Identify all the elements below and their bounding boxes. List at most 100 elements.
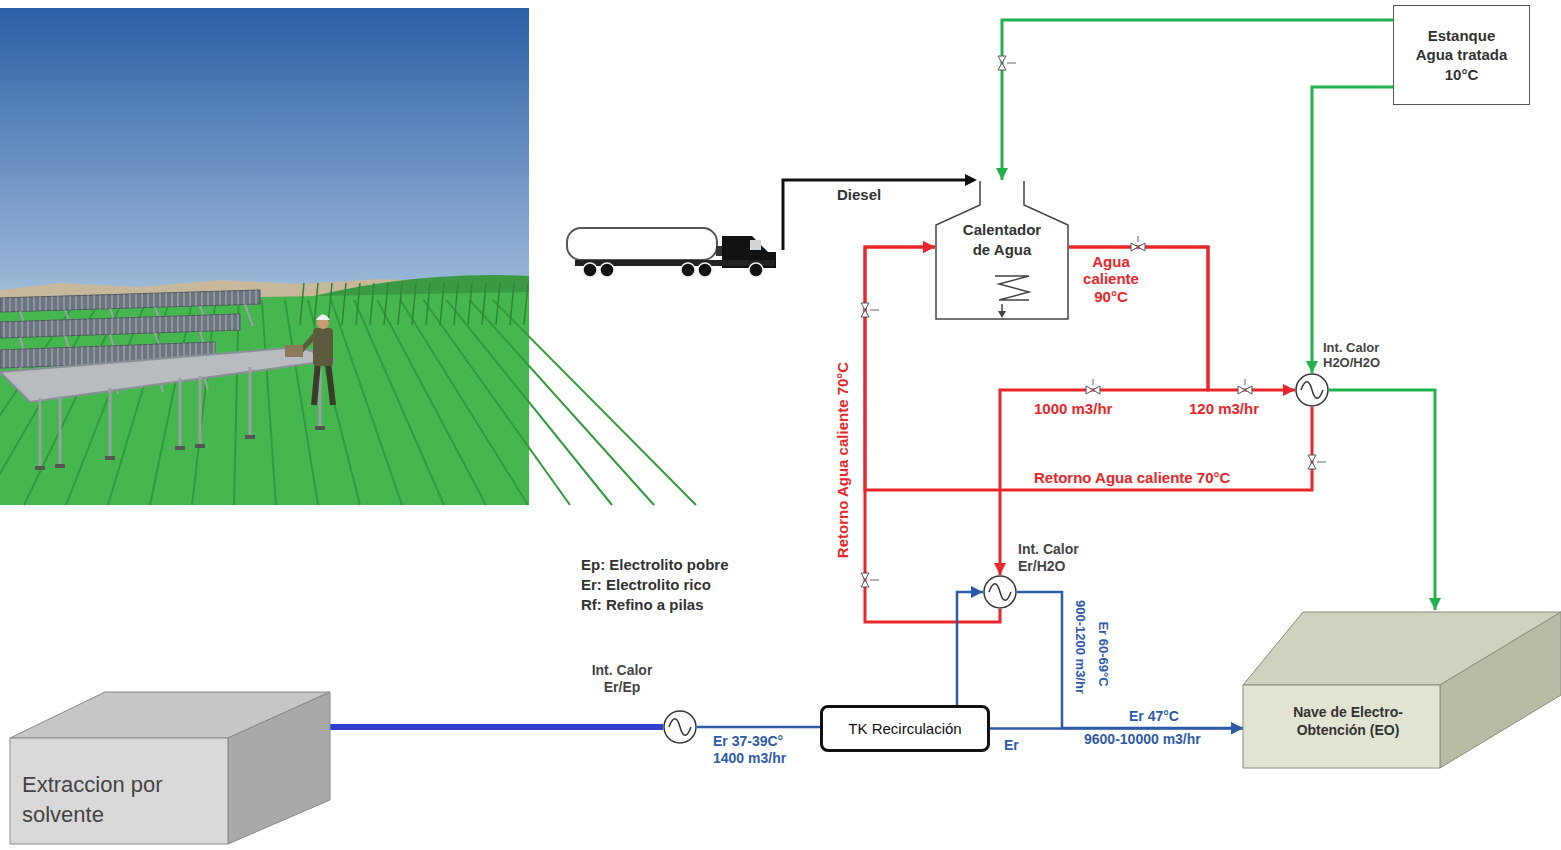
shape-outline [1243,610,1561,770]
valve-symbol [1308,455,1316,469]
collector-tube [22,349,23,367]
collector-tube [52,296,53,310]
connector [1306,87,1393,373]
collector-tube [16,321,17,337]
collector-tube [10,322,11,338]
connector [1069,247,1295,396]
roof-rib [398,283,402,325]
collector-tube [172,316,173,332]
collector-tube [76,319,77,335]
collector-tube [22,297,23,311]
roof-rib [412,283,416,325]
illustration-part [313,328,333,366]
collector-tube [118,346,119,364]
roof-rib [468,283,472,325]
arrow-head [1283,384,1295,396]
heater-vessel: Calentador de Agua [935,180,1069,320]
collector-tube [118,318,119,334]
collector-tube [22,321,23,337]
roof-rib [234,300,239,505]
collector-tube [28,297,29,311]
collector-tube [100,319,101,335]
roof-rib [493,300,696,505]
flow-label: Retorno Agua caliente 70°C [1033,469,1231,487]
collector-tube [34,297,35,311]
fuel-label: Diesel [836,186,882,204]
vessel-outline [936,181,1068,319]
fuel-label-holder: Diesel [836,186,882,204]
heating-coil [995,276,1029,300]
roof-rib [470,300,654,505]
block-front [1243,685,1440,768]
collector-tube [40,349,41,367]
collector-tube [166,293,167,307]
arrow-head [1429,598,1441,610]
collector-tube [130,294,131,308]
collector-tube [82,295,83,309]
collector-tube [232,291,233,305]
collector-tube [112,318,113,334]
roof-rib [440,283,444,325]
collector-tube [220,315,221,331]
shape-outline [663,710,697,744]
valve-symbol [861,303,869,317]
roof-rib [447,300,612,505]
arrow-head [923,241,935,253]
connector-line [330,724,663,730]
collector-tube [58,296,59,310]
collector-tube [148,293,149,307]
collector-tube [160,317,161,333]
key-note-holder: Er: Electrolito rico [580,576,712,594]
temperature-label: Agua caliente 90°C [1078,253,1144,305]
collector-tube [34,349,35,367]
walkway-leg [199,376,202,446]
collector-tube [154,317,155,333]
illustration-part [567,228,717,260]
collector-tube [208,315,209,331]
connector [330,727,663,728]
collector-tube [58,320,59,336]
walkway-leg [59,396,62,466]
connector-line [1312,87,1393,373]
block-side [1440,612,1561,768]
walkway-leg [179,378,182,448]
collector-tube [52,348,53,366]
collector-tube [202,292,203,306]
illustration-part [328,362,333,405]
collector-tube [142,317,143,333]
exchanger-label: Int. Calor Er/Ep [579,662,665,696]
text-holder: Nave de Electro- Obtención (EO) [1273,703,1423,739]
collector-tube [106,295,107,309]
text-holder: Extraccion por solvente [22,770,197,829]
illustration-part [600,263,614,277]
text-holder: Int. Calor H2O/H2O [1323,341,1403,371]
collector-tube [172,293,173,307]
collector-tube [136,294,137,308]
tank-label: TK Recirculación [848,720,961,738]
flow-label-holder: 9600-10000 m3/hr [1083,731,1202,748]
connector [865,241,1312,490]
collector-tube [64,296,65,310]
collector-tube [64,320,65,336]
collector-tube [232,314,233,330]
arrow-head [994,563,1006,575]
collector-tube [70,296,71,310]
illustration-part [749,263,763,277]
roof-rib [400,300,528,505]
collector-tube [106,318,107,334]
roof-rib [454,283,458,325]
collector-tube [28,349,29,367]
leg-foot [175,446,185,450]
roof-rib [370,283,374,325]
collector-tube [94,295,95,309]
collector-row [0,314,240,338]
collector-tube [88,295,89,309]
illustration-part [750,240,761,250]
flow-label-holder: 120 m3/hr [1188,400,1260,418]
collector-tube [28,321,29,337]
flow-label: 9600-10000 m3/hr [1083,731,1202,748]
worker [285,315,333,406]
leg-foot [315,426,325,430]
exchanger-label: Int. Calor H2O/H2O [1323,341,1403,371]
text-holder: Calentador de Agua [956,220,1048,259]
